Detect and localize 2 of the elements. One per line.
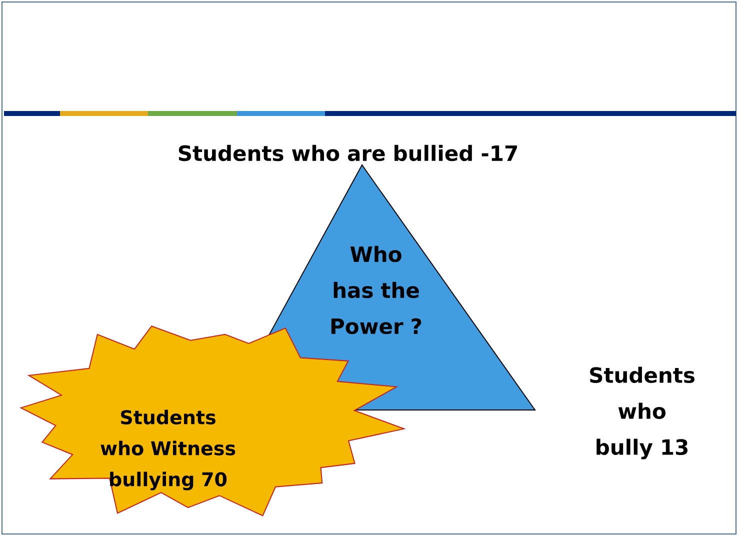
side-label: Students who bully 13	[590, 366, 694, 460]
side-label: Students who are bullied -17	[178, 144, 517, 162]
